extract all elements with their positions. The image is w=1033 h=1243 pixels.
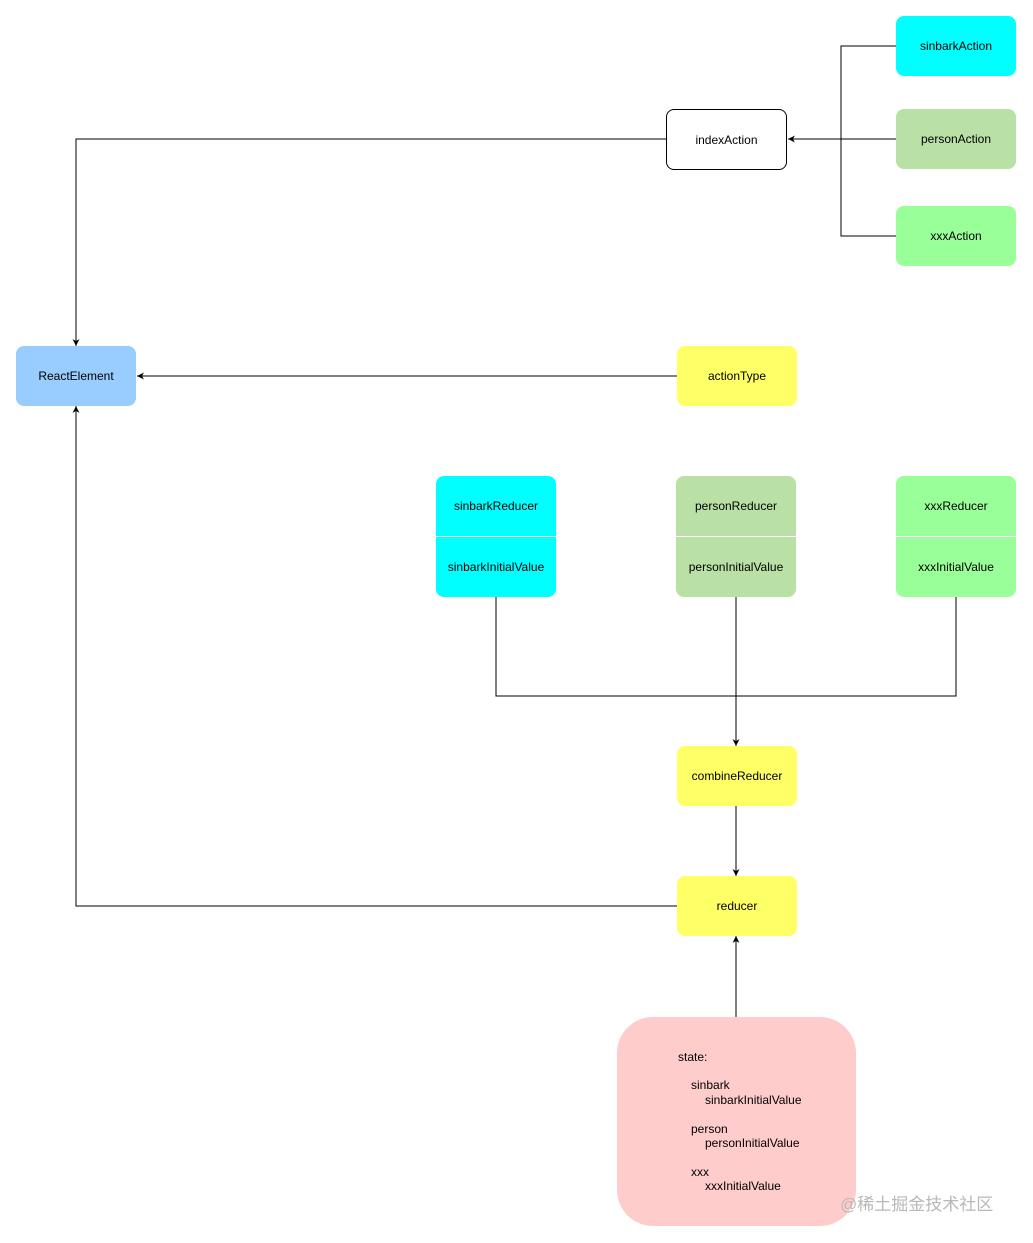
person-initial-value-node[interactable]: personInitialValue: [676, 537, 796, 597]
state-title: state:: [678, 1050, 708, 1064]
state-entry-key: sinbark: [691, 1078, 730, 1092]
person-action-node[interactable]: personAction: [896, 109, 1016, 169]
xxx-action-node[interactable]: xxxAction: [896, 206, 1016, 266]
person-reducer-node[interactable]: personReducer: [676, 476, 796, 536]
xxx-initial-value-node[interactable]: xxxInitialValue: [896, 537, 1016, 597]
state-entry-value: personInitialValue: [705, 1136, 800, 1150]
sinbark-initial-value-node[interactable]: sinbarkInitialValue: [436, 537, 556, 597]
sinbark-reducer-node[interactable]: sinbarkReducer: [436, 476, 556, 536]
combine-reducer-node[interactable]: combineReducer: [677, 746, 797, 806]
sinbark-action-node[interactable]: sinbarkAction: [896, 16, 1016, 76]
xxx-reducer-node[interactable]: xxxReducer: [896, 476, 1016, 536]
action-type-node[interactable]: actionType: [677, 346, 797, 406]
state-entry-key: xxx: [691, 1165, 709, 1179]
edge-index-action-to-react-element: [72, 138, 666, 346]
state-entry-key: person: [691, 1122, 728, 1136]
edge-xxx-action-to-index-action: [840, 139, 896, 237]
react-element-node[interactable]: ReactElement: [16, 346, 136, 406]
index-action-node[interactable]: indexAction: [666, 109, 787, 170]
state-entry-value: xxxInitialValue: [705, 1179, 781, 1193]
watermark: @稀土掘金技术社区: [840, 1195, 994, 1214]
edge-reducer-to-react-element: [72, 406, 677, 907]
edge-sinbark-action-to-index-action: [840, 45, 896, 139]
state-entry-value: sinbarkInitialValue: [705, 1093, 802, 1107]
reducer-node[interactable]: reducer: [677, 876, 797, 936]
state-node[interactable]: state: sinbark sinbarkInitialValue perso…: [617, 1017, 856, 1226]
edge-sinbark-reducer-to-bus: [495, 597, 957, 697]
